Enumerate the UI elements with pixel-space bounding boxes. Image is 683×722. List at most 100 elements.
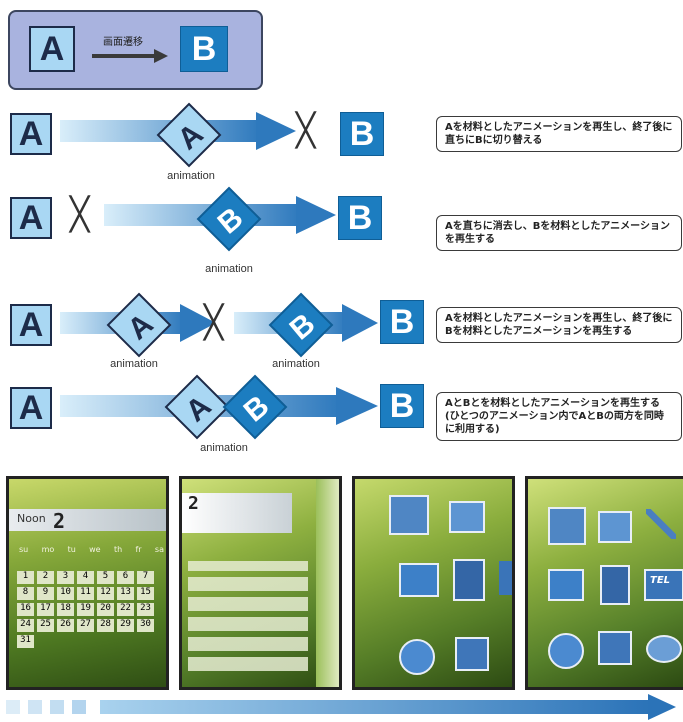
tel-icon-label: TEL xyxy=(650,575,671,586)
row2-animation-label: animation xyxy=(205,263,253,275)
calendar-grid: 1 2 3 4 5 6 7 8 9 10 11 12 13 15 16 17 1… xyxy=(17,571,165,648)
rotating-panel xyxy=(316,479,339,687)
calendar-day: 19 xyxy=(77,603,94,616)
calendar-weekday-row: su mo tu we th fr sa xyxy=(19,545,164,554)
top-arrow xyxy=(92,49,168,63)
calendar-day: 27 xyxy=(77,619,94,632)
calendar-day: 1 xyxy=(17,571,34,584)
tv-icon xyxy=(399,563,439,597)
globe-icon xyxy=(399,639,435,675)
music-icon xyxy=(598,631,632,665)
calendar-day: 30 xyxy=(137,619,154,632)
calendar-day: 28 xyxy=(97,619,114,632)
row1-diamond-a: A xyxy=(156,102,222,168)
weekday: mo xyxy=(41,545,55,554)
menu-icon-tile xyxy=(389,495,429,535)
weekday: tu xyxy=(67,545,76,554)
tel-icon xyxy=(499,561,512,595)
timeline-square xyxy=(72,700,86,714)
timeline-arrow xyxy=(100,694,676,720)
row4-diamond-a: A xyxy=(164,374,230,440)
row3-diamond-a: A xyxy=(106,292,172,358)
row3-diamond-b: B xyxy=(268,292,334,358)
calendar-day: 8 xyxy=(17,587,34,600)
disk-icon xyxy=(646,635,682,663)
row4-box-a: A xyxy=(10,387,52,429)
camera-icon xyxy=(449,501,485,533)
calendar-header-text: Noon xyxy=(17,512,46,525)
row2-box-b: B xyxy=(338,196,382,240)
row1-description: Aを材料としたアニメーションを再生し、終了後に直ちにBに切り替える xyxy=(436,116,682,152)
top-box-b: B xyxy=(180,26,228,72)
row3-box-b: B xyxy=(380,300,424,344)
row3-cancel-mark: ╳ xyxy=(204,303,224,341)
calendar-day: 16 xyxy=(17,603,34,616)
row2-diamond-b: B xyxy=(196,186,262,252)
row3-animation-label-b: animation xyxy=(272,358,320,370)
row3-description: Aを材料としたアニメーションを再生し、終了後にBを材料としたアニメーションを再生… xyxy=(436,307,682,343)
calendar-day: 11 xyxy=(77,587,94,600)
globe-icon xyxy=(548,633,584,669)
calendar-header-bar xyxy=(9,509,166,531)
calendar-day: 7 xyxy=(137,571,154,584)
calendar-day: 24 xyxy=(17,619,34,632)
weekday: su xyxy=(19,545,29,554)
calendar-day: 3 xyxy=(57,571,74,584)
row2-box-a: A xyxy=(10,197,52,239)
screenshot-menu: TEL xyxy=(525,476,683,690)
row1-cancel-mark: ╳ xyxy=(296,111,316,149)
calendar-month-number: 2 xyxy=(53,509,66,533)
row4-diamond-b: B xyxy=(222,374,288,440)
calendar-day: 17 xyxy=(37,603,54,616)
row4-box-b: B xyxy=(380,384,424,428)
calendar-day: 29 xyxy=(117,619,134,632)
calendar-day: 22 xyxy=(117,603,134,616)
row4-animation-label: animation xyxy=(200,442,248,454)
weekday: th xyxy=(113,545,123,554)
calendar-day: 31 xyxy=(17,635,34,648)
row1-box-a: A xyxy=(10,113,52,155)
timeline-square xyxy=(50,700,64,714)
phone-icon xyxy=(453,559,485,601)
timeline-square xyxy=(6,700,20,714)
row1-box-b: B xyxy=(340,112,384,156)
screenshot-calendar: Noon 2 su mo tu we th fr sa 1 2 3 4 5 6 … xyxy=(6,476,169,690)
calendar-day: 12 xyxy=(97,587,114,600)
screenshot-menu-transition xyxy=(352,476,515,690)
transition-calendar-month: 2 xyxy=(188,493,199,514)
phone-icon xyxy=(600,565,630,605)
calendar-day: 18 xyxy=(57,603,74,616)
calendar-day: 26 xyxy=(57,619,74,632)
transition-calendar-grid xyxy=(188,561,308,671)
calendar-day: 10 xyxy=(57,587,74,600)
row1-animation-label: animation xyxy=(167,170,215,182)
row3-box-a: A xyxy=(10,304,52,346)
screenshot-calendar-transition: 2 xyxy=(179,476,342,690)
calendar-day: 15 xyxy=(137,587,154,600)
top-transition-label: 画面遷移 xyxy=(103,37,143,48)
transition-calendar-header xyxy=(182,493,292,533)
weekday: fr xyxy=(135,545,142,554)
timeline-square xyxy=(28,700,42,714)
tv-icon xyxy=(548,569,584,601)
calendar-day: 23 xyxy=(137,603,154,616)
row4-description: AとBとを材料としたアニメーションを再生する(ひとつのアニメーション内でAとBの… xyxy=(436,392,682,441)
weekday: sa xyxy=(154,545,164,554)
row3-animation-label-a: animation xyxy=(110,358,158,370)
calendar-day: 6 xyxy=(117,571,134,584)
calendar-day: 25 xyxy=(37,619,54,632)
music-icon xyxy=(455,637,489,671)
calendar-day: 13 xyxy=(117,587,134,600)
tools-icon xyxy=(646,509,676,539)
row2-cancel-mark: ╳ xyxy=(70,195,90,233)
camera-icon xyxy=(598,511,632,543)
top-box-a: A xyxy=(29,26,75,72)
weekday: we xyxy=(89,545,101,554)
row2-description: Aを直ちに消去し、Bを材料としたアニメーションを再生する xyxy=(436,215,682,251)
calendar-day: 9 xyxy=(37,587,54,600)
menu-icon-tile xyxy=(548,507,586,545)
calendar-day: 4 xyxy=(77,571,94,584)
calendar-day: 5 xyxy=(97,571,114,584)
calendar-day: 20 xyxy=(97,603,114,616)
calendar-day: 2 xyxy=(37,571,54,584)
